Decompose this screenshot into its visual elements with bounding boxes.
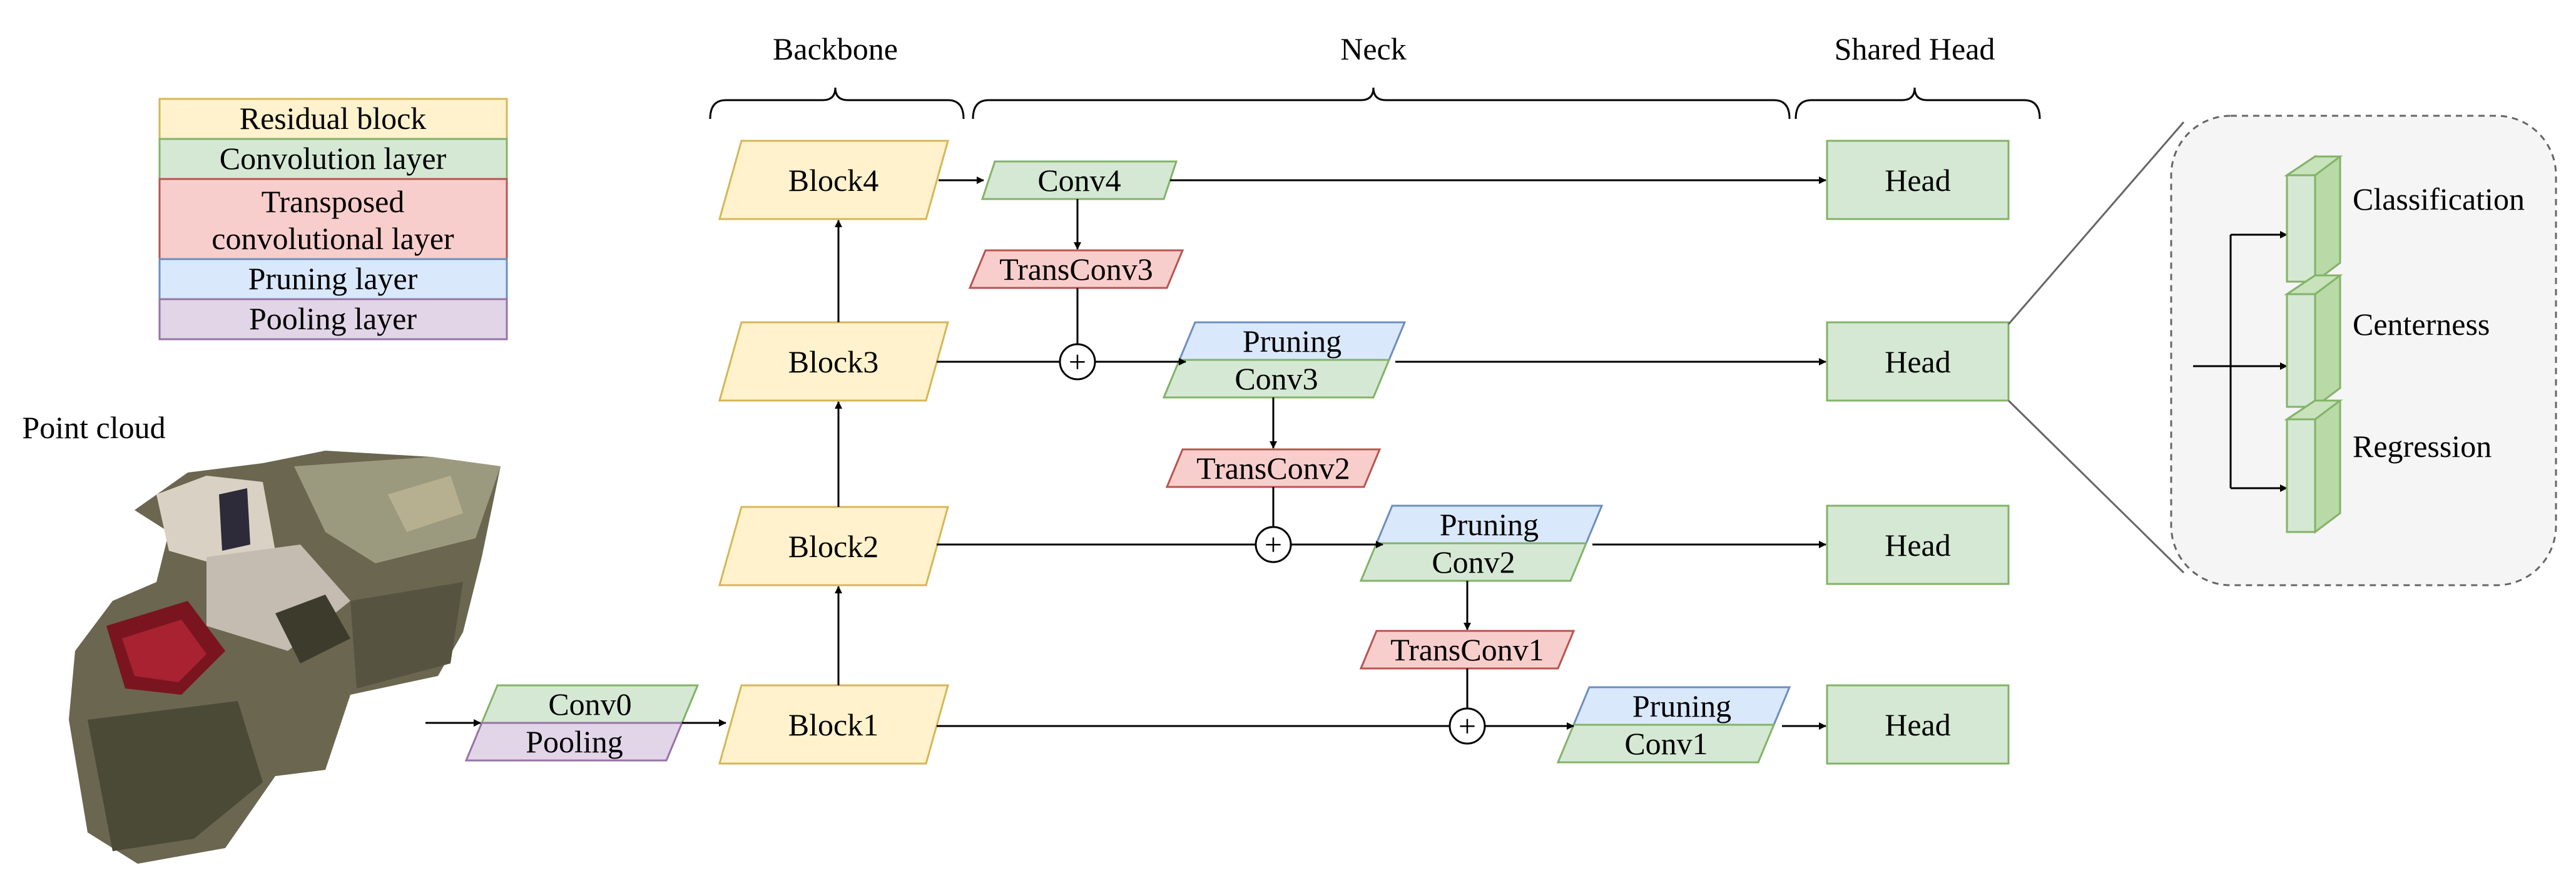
centerness-layer-icon	[2284, 274, 2343, 409]
legend-residual-swatch	[158, 98, 508, 140]
legend-convolution-label: Convolution layer	[220, 141, 447, 176]
head-3-box	[1826, 321, 2010, 402]
pooling-box	[464, 722, 684, 762]
legend: Residual block Convolution layer Transpo…	[158, 98, 508, 340]
centerness-label: Centerness	[2353, 307, 2490, 342]
head-1-label: Head	[1885, 707, 1951, 742]
block4-box	[718, 140, 949, 220]
conv2-box	[1359, 542, 1588, 582]
head-4-box	[1826, 140, 2010, 220]
stem-conv0-pooling: Conv0 Pooling	[464, 684, 700, 762]
legend-convolution-swatch	[158, 138, 508, 180]
conv4-label: Conv4	[1037, 163, 1121, 198]
shared-heads: Head Head Head Head	[1826, 140, 2010, 765]
block2-label: Block2	[788, 529, 878, 564]
head-detail-panel: Classification Centerness Regression	[2007, 115, 2557, 586]
backbone-brace	[709, 87, 965, 120]
regression-layer-icon	[2284, 399, 2343, 534]
transconv1-label: TransConv1	[1390, 632, 1544, 667]
transconv3-box	[968, 249, 1184, 289]
regression-label: Regression	[2353, 429, 2492, 464]
head-3-label: Head	[1885, 344, 1951, 379]
transconv3-label: TransConv3	[999, 252, 1153, 287]
conv1-label: Conv1	[1624, 726, 1708, 761]
sum-node-1-symbol: +	[1459, 709, 1476, 744]
head-1-box	[1826, 684, 2010, 765]
zoom-line-bottom	[2007, 399, 2185, 574]
head-2-label: Head	[1885, 528, 1951, 563]
section-headers: Backbone Neck Shared Head	[709, 31, 2041, 120]
block3-label: Block3	[788, 344, 878, 379]
head-2-box	[1826, 504, 2010, 585]
section-neck-label: Neck	[1340, 31, 1407, 66]
legend-transposed-label-line1: Transposed	[262, 184, 405, 219]
block2-box	[718, 506, 949, 586]
transconv2-label: TransConv2	[1196, 451, 1350, 486]
sum-node-3-symbol: +	[1069, 344, 1086, 379]
block1-label: Block1	[788, 707, 878, 742]
block3-box	[718, 321, 949, 402]
conv2-label: Conv2	[1432, 545, 1515, 580]
transconv1-box	[1359, 630, 1576, 670]
conv3-box	[1162, 359, 1391, 399]
backbone: Block4 Block3 Block2 Block1	[718, 140, 949, 765]
block4-label: Block4	[788, 163, 878, 198]
conv4-box	[980, 160, 1178, 200]
head-4-label: Head	[1885, 163, 1951, 198]
connectors	[425, 176, 1826, 730]
pruning2-label: Pruning	[1440, 507, 1539, 542]
legend-transposed-label-line2: convolutional layer	[211, 221, 454, 256]
legend-pruning-label: Pruning layer	[248, 261, 418, 296]
zoom-line-top	[2007, 121, 2185, 325]
pruning3-label: Pruning	[1243, 324, 1341, 359]
transconv2-box	[1165, 448, 1382, 488]
section-shared-head-label: Shared Head	[1835, 31, 1995, 66]
legend-pooling-swatch	[158, 298, 508, 340]
point-cloud-image: Point cloud	[22, 410, 501, 864]
conv3-label: Conv3	[1235, 361, 1318, 396]
section-backbone-label: Backbone	[773, 31, 898, 66]
legend-residual-label: Residual block	[240, 101, 427, 136]
sum-node-2-symbol: +	[1265, 527, 1282, 562]
block1-box	[718, 684, 949, 765]
legend-pruning-swatch	[158, 258, 508, 300]
legend-transposed-swatch	[158, 178, 508, 260]
neck-brace	[972, 87, 1791, 120]
pooling-label: Pooling	[526, 724, 623, 759]
conv0-label: Conv0	[548, 687, 631, 722]
head-detail-frame	[2170, 115, 2557, 586]
shared-head-brace	[1795, 87, 2041, 120]
pruning1-label: Pruning	[1632, 688, 1731, 724]
conv1-box	[1556, 724, 1776, 764]
classification-label: Classification	[2353, 182, 2525, 217]
neck: Conv4 TransConv3 Pruning Conv3 TransConv…	[968, 160, 1791, 764]
legend-pooling-label: Pooling layer	[249, 301, 417, 336]
point-cloud-label: Point cloud	[22, 410, 165, 445]
classification-layer-icon	[2284, 155, 2343, 284]
